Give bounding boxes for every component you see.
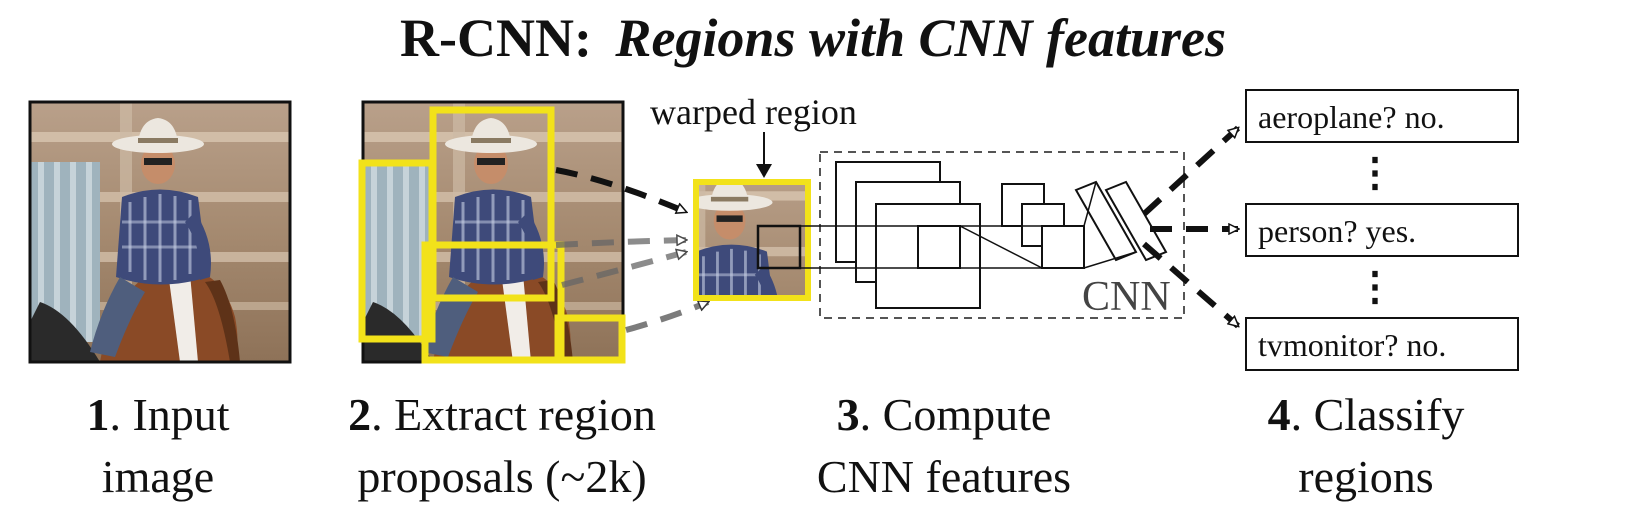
region-proposals-image: [358, 100, 626, 364]
class-box-person: person? yes.: [1245, 203, 1519, 257]
proposal-box-gate: [358, 159, 436, 343]
cnn-dashed-border: [819, 151, 1185, 319]
class-label-tvmonitor: tvmonitor? no.: [1258, 327, 1446, 363]
svg-text:2. Extract region: 2. Extract region: [348, 389, 656, 440]
class-label-person: person? yes.: [1258, 213, 1416, 249]
step-4-line2: regions: [1298, 451, 1433, 502]
cnn-block: CNN: [800, 151, 1185, 320]
proposal-box-horse: [421, 241, 565, 364]
step-3-line2: CNN features: [817, 451, 1071, 502]
step-3-caption: 3. Compute CNN features: [817, 389, 1071, 502]
step-3-number: 3: [837, 389, 860, 440]
vertical-ellipsis-bottom: ⋮: [1355, 264, 1395, 309]
step-1-number: 1: [86, 389, 109, 440]
step-1-line2: image: [102, 451, 214, 502]
step-4-line1: . Classify: [1291, 389, 1465, 440]
step-2-caption: 2. Extract region proposals (~2k): [348, 389, 656, 502]
title-prefix: R-CNN:: [400, 8, 592, 68]
warped-region-pointer-head: [756, 164, 772, 178]
svg-text:4. Classify: 4. Classify: [1268, 389, 1465, 440]
input-image: [28, 100, 292, 364]
warped-region-label: warped region: [650, 92, 857, 132]
step-4-caption: 4. Classify regions: [1268, 389, 1465, 502]
diagram-title: R-CNN: Regions with CNN features: [400, 8, 1226, 68]
proposal-box-small: [554, 314, 626, 364]
svg-text:1. Input: 1. Input: [86, 389, 229, 440]
class-box-tvmonitor: tvmonitor? no.: [1245, 317, 1519, 371]
step-1-line1: . Input: [109, 389, 229, 440]
proposal-arrows: [555, 167, 708, 333]
classify-arrows: [1141, 125, 1241, 329]
class-box-aeroplane: aeroplane? no.: [1245, 89, 1519, 143]
svg-text:3. Compute: 3. Compute: [837, 389, 1052, 440]
title-emphasis: Regions with CNN features: [614, 8, 1226, 68]
step-4-number: 4: [1268, 389, 1291, 440]
step-2-line2: proposals (~2k): [357, 451, 646, 502]
class-label-aeroplane: aeroplane? no.: [1258, 99, 1445, 135]
warped-region-image: [693, 179, 811, 301]
cnn-label: CNN: [1082, 274, 1171, 320]
step-2-line1: . Extract region: [371, 389, 656, 440]
vertical-ellipsis-top: ⋮: [1355, 150, 1395, 195]
step-3-line1: . Compute: [860, 389, 1052, 440]
step-1-caption: 1. Input image: [86, 389, 229, 502]
step-2-number: 2: [348, 389, 371, 440]
